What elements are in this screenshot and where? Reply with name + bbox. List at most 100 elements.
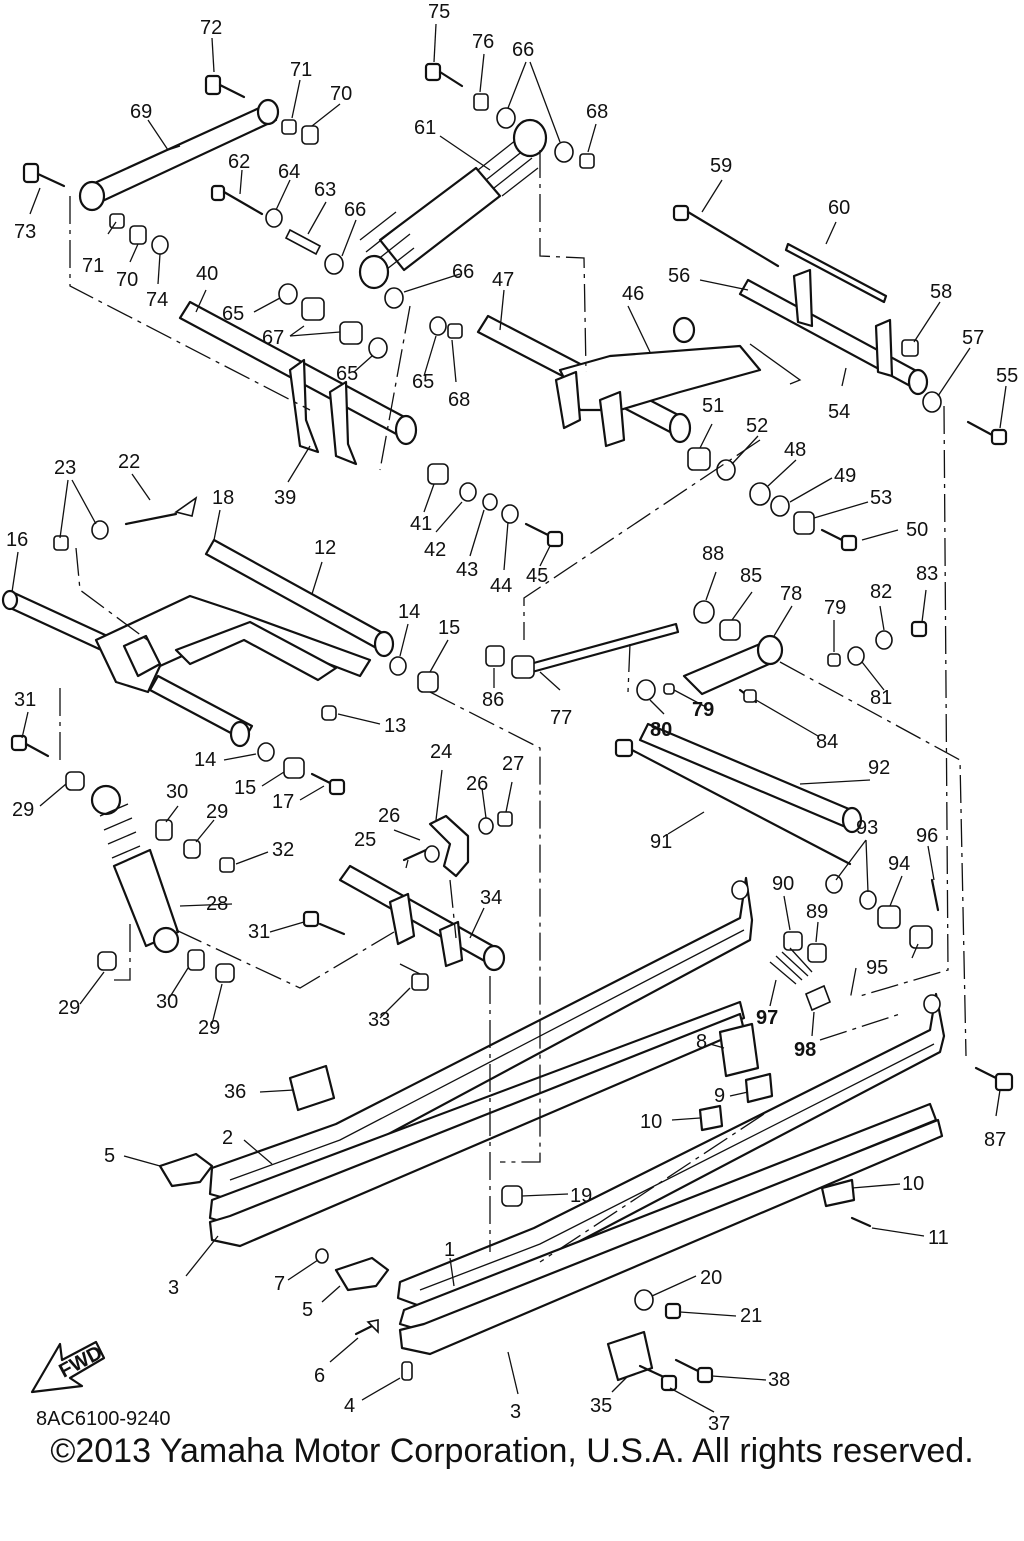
part-73-bolt (22, 162, 66, 188)
callout-14: 14 (398, 601, 420, 623)
part-68-nuts (447, 153, 595, 339)
callout-39: 39 (274, 487, 296, 509)
copyright-notice: ©2013 Yamaha Motor Corporation, U.S.A. A… (50, 1432, 974, 1470)
part-35-37-38-hardware (606, 1330, 714, 1392)
callout-52: 52 (746, 415, 768, 437)
part-5-bumpers (158, 1152, 390, 1292)
part-41-45-collars (427, 463, 564, 548)
part-76-collar (473, 93, 489, 111)
part-23-nuts (53, 520, 109, 551)
callout-15: 15 (438, 617, 460, 639)
callout-31b: 31 (248, 921, 270, 943)
callout-84: 84 (816, 731, 838, 753)
callout-65: 65 (222, 303, 244, 325)
part-19-20-21-hardware (501, 1185, 682, 1320)
part-31-bolt (10, 734, 50, 758)
part-97-98-arrows (769, 947, 832, 1012)
callout-95: 95 (866, 957, 888, 979)
callout-13: 13 (384, 715, 406, 737)
callout-97: 97 (756, 1007, 778, 1029)
callout-53: 53 (870, 487, 892, 509)
callout-86: 86 (482, 689, 504, 711)
part-13-grease-nipple (321, 705, 337, 721)
callout-51: 51 (702, 395, 724, 417)
fwd-arrow-icon (30, 1340, 106, 1394)
callout-25: 25 (354, 829, 376, 851)
callout-30: 30 (166, 781, 188, 803)
part-36-clip (288, 1064, 336, 1112)
part-91-long-bolt (614, 738, 852, 866)
callout-34: 34 (480, 887, 502, 909)
part-61-shock-absorber (358, 118, 548, 290)
callout-65c: 65 (412, 371, 434, 393)
callout-43: 43 (456, 559, 478, 581)
part-3-right-slider (398, 1118, 944, 1356)
callout-14b: 14 (194, 749, 216, 771)
part-33-nut (411, 973, 429, 991)
callout-33: 33 (368, 1009, 390, 1031)
callout-48: 48 (784, 439, 806, 461)
callout-31: 31 (14, 689, 36, 711)
callout-4: 4 (344, 1395, 355, 1417)
callout-29c: 29 (58, 997, 80, 1019)
callout-80: 80 (650, 719, 672, 741)
callout-83: 83 (916, 563, 938, 585)
callout-98: 98 (794, 1039, 816, 1061)
callout-labels: 72 71 70 69 73 71 70 74 75 76 66 68 61 6… (6, 1, 1018, 1435)
callout-1: 1 (444, 1239, 455, 1261)
callout-49: 49 (834, 465, 856, 487)
callout-29: 29 (12, 799, 34, 821)
callout-71: 71 (290, 59, 312, 81)
part-84-grease-nipple (743, 689, 757, 703)
callout-29d: 29 (198, 1017, 220, 1039)
callout-6: 6 (314, 1365, 325, 1387)
callout-40: 40 (196, 263, 218, 285)
part-78-arm-and-hardware (636, 600, 928, 704)
part-92-tube (638, 722, 863, 834)
callout-56: 56 (668, 265, 690, 287)
part-6-7-4-fasteners (315, 1248, 413, 1381)
callout-18: 18 (212, 487, 234, 509)
callout-20: 20 (700, 1267, 722, 1289)
callout-90: 90 (772, 873, 794, 895)
fwd-label: FWD (56, 1342, 107, 1383)
callout-79: 79 (824, 597, 846, 619)
callout-66c: 66 (452, 261, 474, 283)
callout-26b: 26 (378, 805, 400, 827)
callout-23: 23 (54, 457, 76, 479)
callout-88: 88 (702, 543, 724, 565)
callout-68: 68 (586, 101, 608, 123)
callout-87: 87 (984, 1129, 1006, 1151)
part-46-arm-assembly (554, 316, 762, 448)
callout-93: 93 (856, 817, 878, 839)
callout-85: 85 (740, 565, 762, 587)
part-39-bracket (288, 358, 358, 466)
callout-57: 57 (962, 327, 984, 349)
callout-27: 27 (502, 753, 524, 775)
callout-37: 37 (708, 1413, 730, 1435)
part-24-arm (428, 814, 470, 878)
part-65-67-collars (278, 283, 447, 359)
callout-24: 24 (430, 741, 452, 763)
callout-61: 61 (414, 117, 436, 139)
part-31b-bolt (302, 910, 346, 936)
callout-45: 45 (526, 565, 548, 587)
callout-50: 50 (906, 519, 928, 541)
callout-72: 72 (200, 17, 222, 39)
callout-2: 2 (222, 1127, 233, 1149)
callout-46: 46 (622, 283, 644, 305)
part-93-95-collars (825, 874, 940, 949)
part-25-26-27-hardware (402, 811, 513, 863)
callout-60: 60 (828, 197, 850, 219)
callout-28: 28 (206, 893, 228, 915)
callout-7: 7 (274, 1273, 285, 1295)
diagram-code: 8AC6100-9240 (36, 1408, 171, 1430)
callout-69: 69 (130, 101, 152, 123)
part-50-bolt (820, 528, 858, 552)
callout-8: 8 (696, 1031, 707, 1053)
callout-32: 32 (272, 839, 294, 861)
callout-66: 66 (512, 39, 534, 61)
callout-42: 42 (424, 539, 446, 561)
callout-41: 41 (410, 513, 432, 535)
callout-5b: 5 (302, 1299, 313, 1321)
